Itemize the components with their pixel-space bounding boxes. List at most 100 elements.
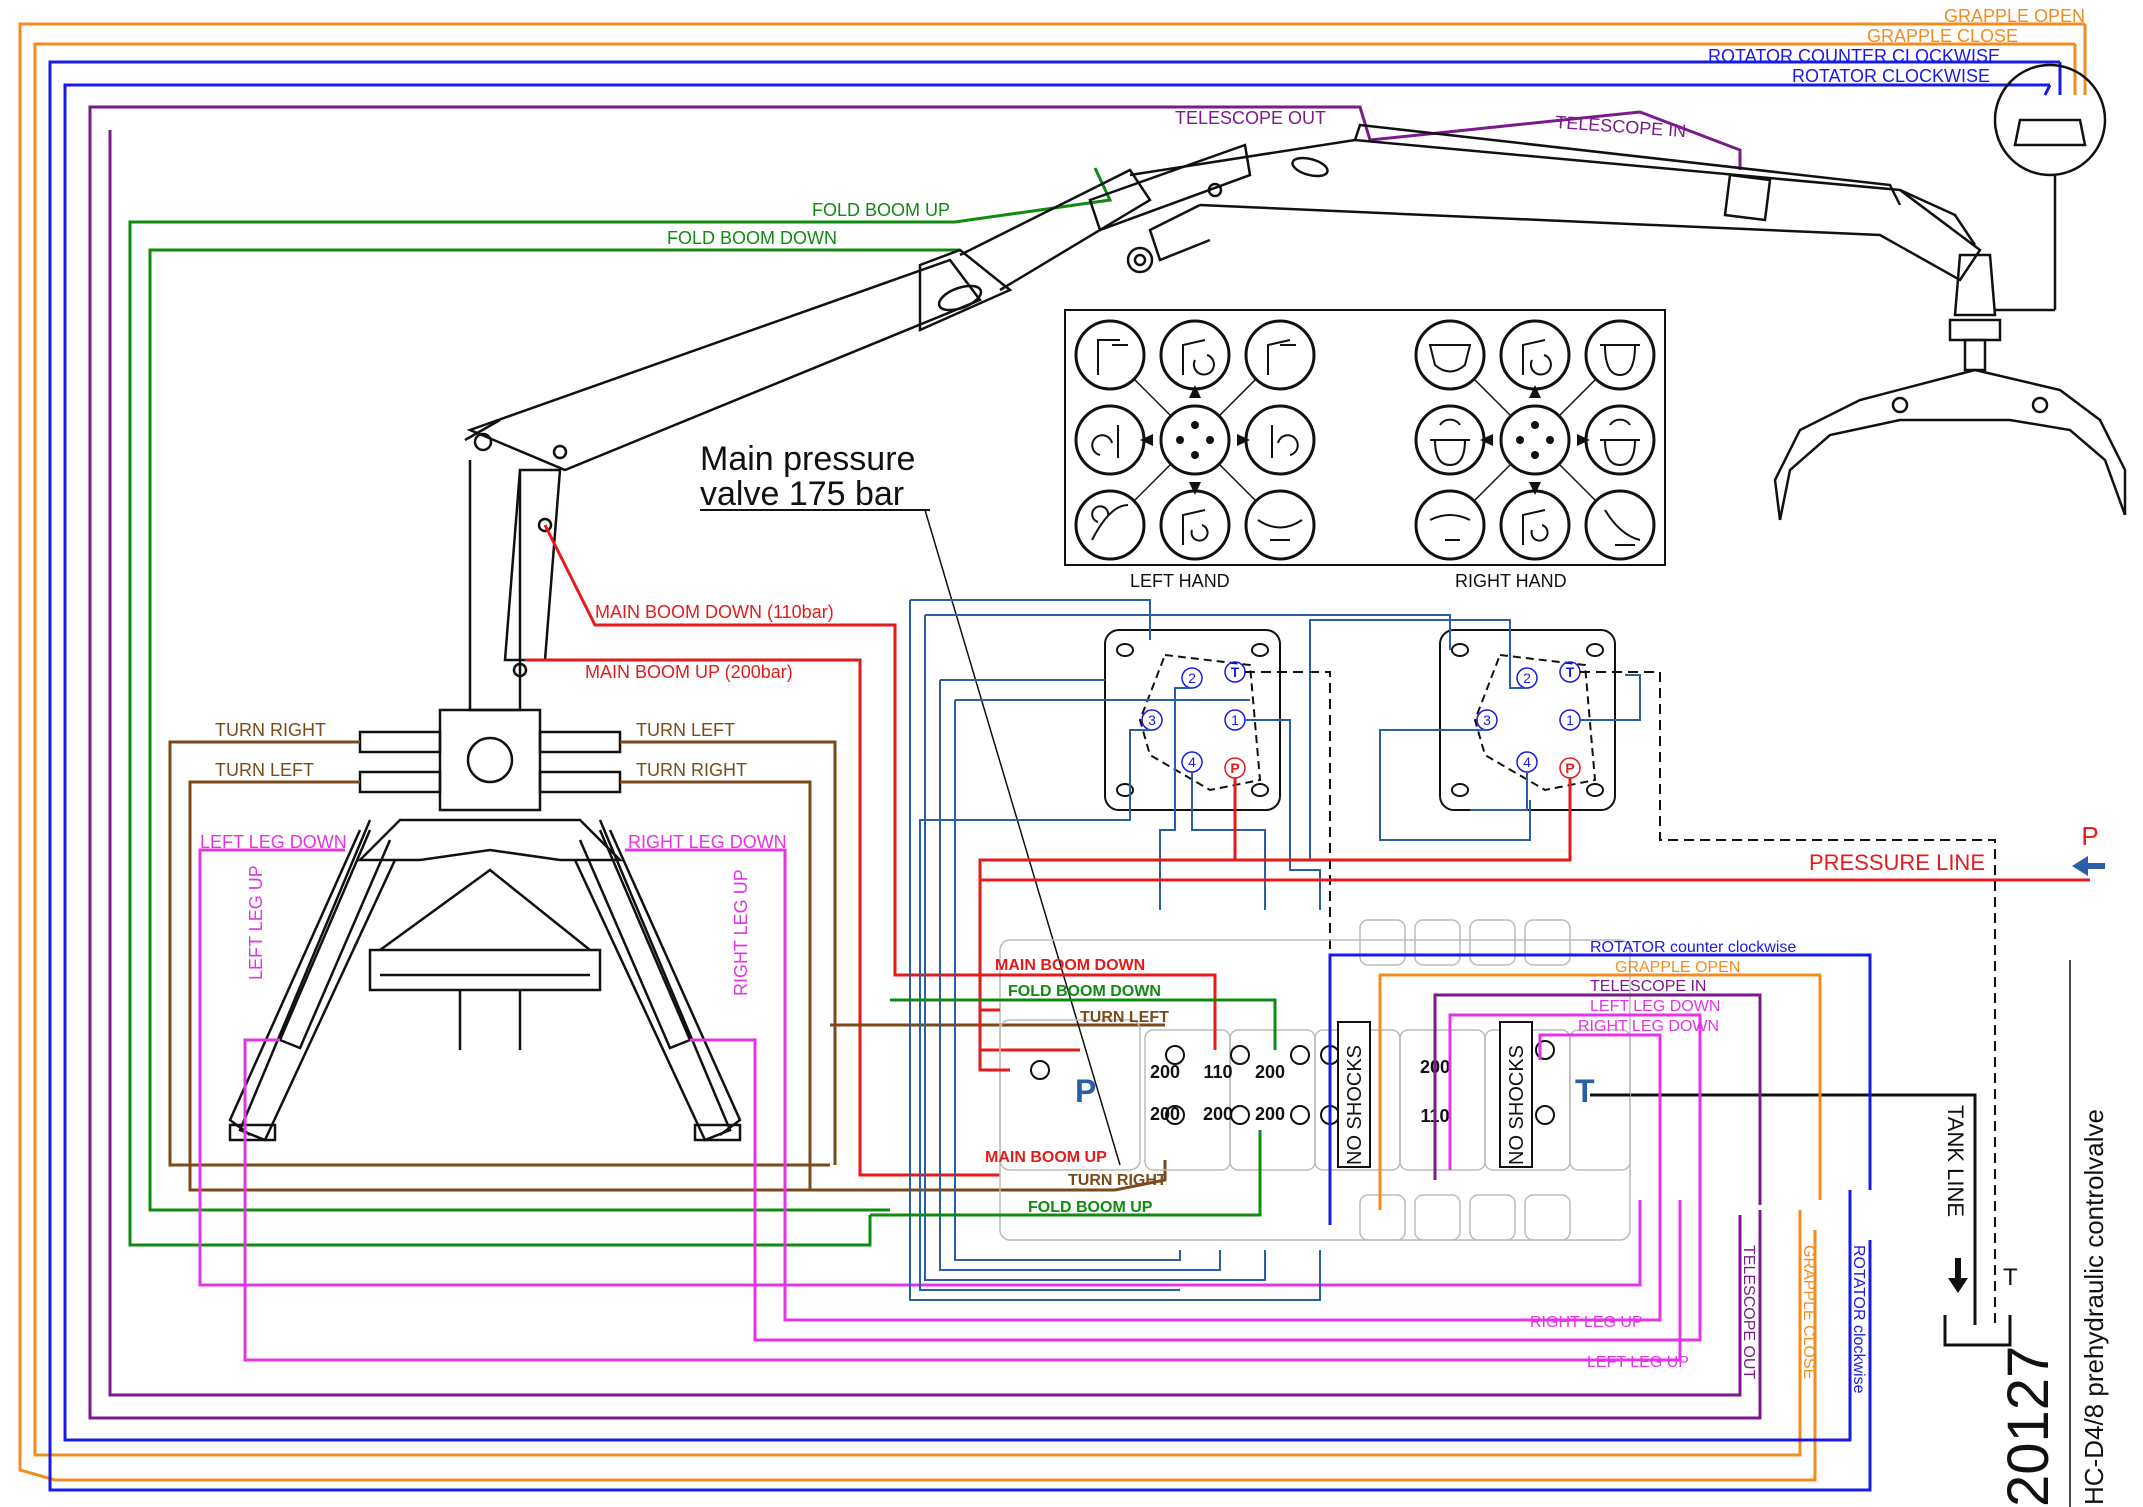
rh-center-dot-r [1546, 436, 1554, 444]
lh-tl [1074, 319, 1146, 391]
valve-port-c2 [1535, 1105, 1555, 1125]
valve-inlet [999, 1019, 1141, 1171]
right-leg-down-line [625, 848, 1662, 1322]
joystick-left-hole-tl [1116, 643, 1134, 657]
jr-port-1-label: 1 [1566, 712, 1574, 728]
label-turn-right-left: TURN RIGHT [215, 720, 326, 740]
second-boom [1129, 138, 1982, 282]
joystick-left-hole-tr [1251, 643, 1269, 657]
pressure-line-label: PRESSURE LINE [1809, 850, 1985, 875]
valve-cap-6 [1414, 1194, 1461, 1241]
base-tower [438, 708, 542, 812]
rh-center-dot-b [1531, 451, 1539, 459]
pressure-jl [978, 778, 1237, 880]
lh-arrow-down [1189, 482, 1201, 495]
fold-arm [959, 168, 1152, 292]
turn-cylinder-bl [358, 770, 442, 794]
tank-dashed-right [1580, 671, 1996, 1325]
turn-cylinder-br [538, 770, 622, 794]
pilot-frame-4 [954, 700, 1181, 1261]
valve-port-b2 [1230, 1105, 1250, 1125]
turn-left-left-line [188, 780, 900, 1192]
rotator-body [1953, 253, 1997, 317]
pilot-5 [1309, 619, 1527, 861]
control-pattern-panel [1064, 309, 1666, 566]
rh-icon-tr [1600, 344, 1640, 377]
grapple-close-line [33, 42, 2075, 1457]
vlabel-fold-boom-up: FOLD BOOM UP [1028, 1199, 1153, 1216]
jl-port-2-label: 2 [1188, 670, 1196, 686]
knuckle-pin-inner [1133, 253, 1147, 267]
lh-icon-ml [1091, 425, 1119, 458]
vlabel-main-boom-up: MAIN BOOM UP [985, 1149, 1107, 1166]
pilot-4 [1245, 719, 1321, 910]
valve-port-p [1030, 1060, 1050, 1080]
leg-lines [198, 848, 1702, 1362]
lh-arrow-left [1140, 434, 1153, 446]
main-boom-lines [525, 524, 1000, 1177]
pilot-2 [919, 729, 1180, 1291]
vlabel-telescope-in: TELESCOPE IN [1590, 978, 1706, 995]
telescope-tube [1723, 173, 1772, 222]
telescope-in-line [1369, 110, 1742, 170]
joystick-right-hole-bl [1451, 783, 1469, 797]
pilot-1 [1159, 687, 1192, 910]
vlabel-grapple-open: GRAPPLE OPEN [1615, 959, 1740, 976]
grapple-jaw-right [1960, 418, 2127, 516]
turn-cylinder-tr [538, 730, 622, 754]
valve-P-label: P [1075, 1073, 1096, 1109]
label-main-boom-down-110: MAIN BOOM DOWN (110bar) [595, 602, 834, 622]
valve-cap-8 [1524, 1194, 1571, 1241]
vlabel-left-leg-down: LEFT LEG DOWN [1590, 998, 1720, 1015]
label-telescope-out: TELESCOPE OUT [1175, 108, 1326, 128]
no-shocks-2: NO SHOCKS [1506, 1045, 1528, 1165]
label-left-leg-up: LEFT LEG UP [246, 865, 266, 980]
tank-symbol [1943, 1315, 2012, 1347]
telescope-main-frame [108, 130, 1742, 1397]
rh-bl [1414, 489, 1486, 561]
joystick-right-hole-tr [1586, 643, 1604, 657]
pressure-arrow-icon [2072, 856, 2105, 876]
left-hand-label: LEFT HAND [1130, 571, 1230, 591]
rh-tl [1414, 319, 1486, 391]
cyl-pin-2 [512, 662, 528, 678]
vlabel-main-boom-down: MAIN BOOM DOWN [995, 957, 1145, 974]
second-boom-lower [1148, 203, 1211, 262]
lh-icon-tl [1097, 339, 1128, 375]
bottom-label-right-leg-up: RIGHT LEG UP [1530, 1314, 1643, 1331]
lh-center [1159, 404, 1231, 476]
jl-port-3-label: 3 [1148, 712, 1156, 728]
base-frame [356, 818, 624, 862]
pilot-6 [1379, 729, 1531, 841]
valve-pressure-bottom-2: 200 [1203, 1104, 1233, 1124]
valve-port-b1 [1165, 1105, 1185, 1125]
cyl-pin-1 [537, 517, 553, 533]
boom-pin-top [1207, 182, 1223, 198]
bottom-label-grapple-close: GRAPPLE CLOSE [1800, 1245, 1817, 1379]
frame-lines [18, 22, 2087, 1492]
fold-boom-up-line [128, 167, 1113, 1247]
pilot-lines [909, 599, 1641, 1301]
left-leg-cylinder [278, 829, 392, 1050]
valve-cap-4 [1524, 919, 1571, 966]
jr-port-2-label: 2 [1523, 670, 1531, 686]
lower-triangle [379, 868, 591, 952]
label-fold-boom-down: FOLD BOOM DOWN [667, 228, 837, 248]
rh-arrow-right [1577, 434, 1590, 446]
vl-fold-boom-down [890, 998, 1277, 1050]
tank-line-label: TANK LINE [1943, 1105, 1968, 1217]
vlabel-fold-boom-down: FOLD BOOM DOWN [1008, 983, 1161, 1000]
tank-line-main [1590, 1093, 1977, 1325]
valve-port-a2 [1230, 1045, 1250, 1065]
fold-boom-down-line [148, 248, 960, 1212]
rh-icon-tc [1522, 339, 1552, 376]
no-shocks-box-1 [1337, 1021, 1371, 1168]
jl-port-T-label: T [1231, 664, 1240, 680]
label-fold-boom-up: FOLD BOOM UP [812, 200, 950, 220]
right-leg-cylinder [578, 829, 692, 1050]
telescope-end [1899, 188, 1977, 246]
pressure-arrow-head [2072, 856, 2088, 876]
main-column [468, 460, 522, 712]
label-main-boom-up-200: MAIN BOOM UP (200bar) [585, 662, 793, 682]
tank-dashed-left [1245, 671, 1331, 1030]
